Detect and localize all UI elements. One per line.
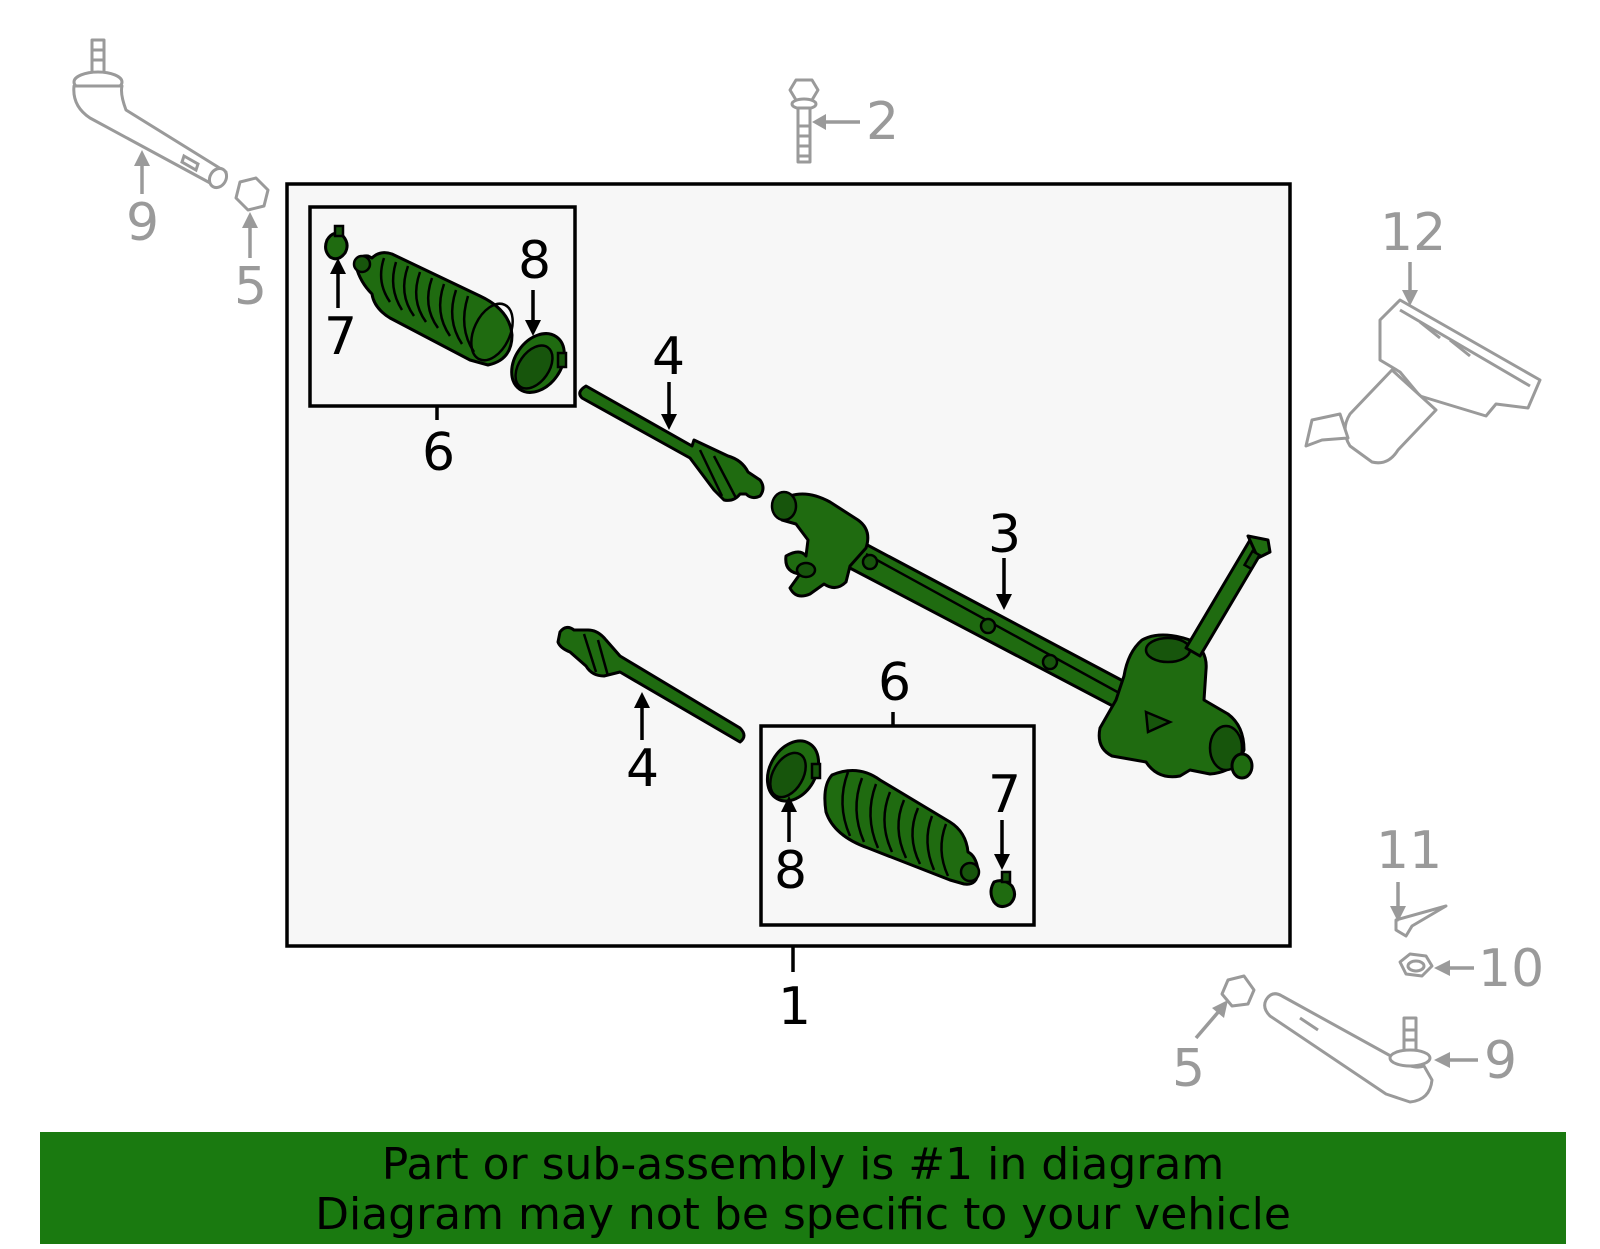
callout-9-left: 9 [126,193,159,253]
callout-6-upper: 6 [422,423,455,483]
disclaimer-banner: Part or sub-assembly is #1 in diagram Di… [40,1132,1566,1244]
callout-8-upper: 8 [518,231,551,291]
clip-part-11 [1394,904,1448,938]
callout-3: 3 [988,505,1021,565]
callout-8-lower: 8 [774,841,807,901]
callout-1: 1 [778,977,811,1037]
outer-tie-rod-end-right [1263,992,1434,1104]
nut-left [234,176,270,212]
callout-12: 12 [1380,203,1446,263]
seal-ring-lower [765,739,822,803]
column-bracket-part-12 [1304,298,1542,465]
steering-rack-housing [770,490,1272,780]
callout-5-right: 5 [1172,1039,1205,1099]
leader-5-right [1194,1008,1222,1040]
callout-6-lower: 6 [878,653,911,713]
callout-10: 10 [1478,939,1544,999]
bolt-part-2 [788,78,820,164]
outer-tie-rod-end-left [72,38,229,190]
callout-7-upper: 7 [324,307,357,367]
callout-2: 2 [866,92,899,152]
boot-clamp-lower [989,870,1017,909]
nut-part-10 [1398,952,1434,978]
callout-11: 11 [1376,821,1442,881]
inner-tie-rod-lower [556,625,746,744]
callout-9-right: 9 [1484,1031,1517,1091]
nut-right [1220,974,1256,1008]
seal-ring-upper [510,332,568,394]
rack-boot-lower [823,769,981,886]
banner-line-1: Part or sub-assembly is #1 in diagram [381,1139,1225,1190]
callout-7-lower: 7 [988,765,1021,825]
rack-boot-upper [352,251,514,367]
banner-line-2: Diagram may not be specific to your vehi… [315,1189,1291,1240]
callout-4-lower: 4 [626,739,659,799]
callout-4-upper: 4 [652,327,685,387]
boot-clamp-upper [324,224,349,261]
inner-tie-rod-upper [578,384,765,502]
callout-5-left: 5 [234,257,267,317]
